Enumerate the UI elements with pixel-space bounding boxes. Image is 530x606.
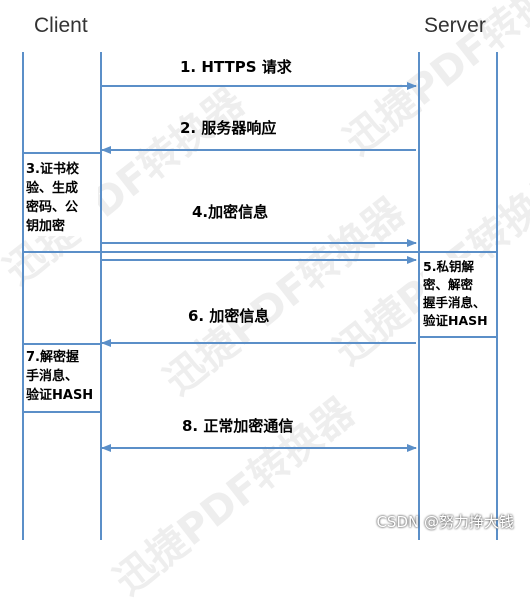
band-line-mid — [22, 251, 498, 253]
note-line: 验、生成 — [26, 181, 79, 196]
client-inner-lifeline — [100, 52, 102, 540]
note-line: 手消息、 — [26, 369, 79, 384]
note-line: 密、解密 — [423, 277, 474, 292]
note-line: 钥加密 — [26, 219, 66, 234]
server-header: Server — [424, 14, 486, 37]
arrows-layer — [101, 82, 417, 452]
note-line: 握手消息、 — [423, 295, 486, 310]
note-line: 密码、公 — [26, 200, 79, 215]
client-band-line-top — [22, 152, 102, 154]
message-4-label: 4.加密信息 — [192, 203, 269, 221]
server-note-step5: 5.私钥解 密、解密 握手消息、 验证HASH — [423, 258, 495, 330]
client-outer-lifeline — [22, 52, 24, 540]
server-outer-lifeline — [496, 52, 498, 540]
note-line: 7.解密握 — [26, 350, 79, 365]
message-8-label: 8. 正常加密通信 — [182, 417, 294, 435]
server-band-line-bottom — [418, 336, 498, 338]
client-note-step7: 7.解密握 手消息、 验证HASH — [26, 348, 98, 405]
note-line: 3.证书校 — [26, 162, 79, 177]
message-1-label: 1. HTTPS 请求 — [180, 58, 292, 76]
message-2-label: 2. 服务器响应 — [180, 119, 277, 137]
server-band-line-top — [418, 251, 498, 253]
note-line: 验证HASH — [26, 388, 94, 403]
note-line: 验证HASH — [423, 313, 488, 328]
client-header: Client — [34, 14, 88, 37]
message-6-label: 6. 加密信息 — [188, 307, 270, 325]
client-note-step3: 3.证书校 验、生成 密码、公 钥加密 — [26, 160, 98, 236]
client-band-line-lower — [22, 343, 102, 345]
csdn-credit: CSDN @努力挣大钱 — [376, 513, 514, 531]
client-band-line-bottom — [22, 411, 102, 413]
note-line: 5.私钥解 — [423, 259, 474, 274]
server-inner-lifeline — [418, 52, 420, 540]
